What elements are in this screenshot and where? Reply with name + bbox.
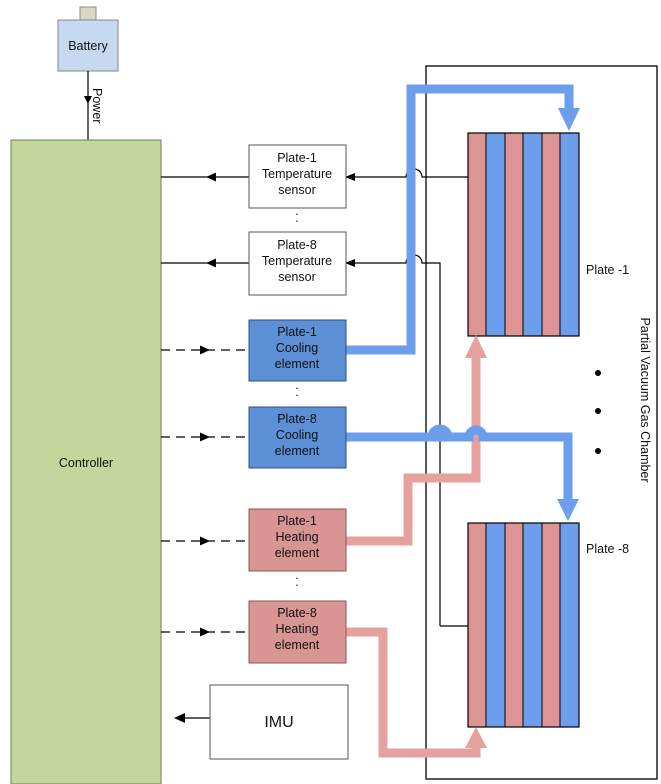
controller (10, 139, 162, 784)
heat-pipe-plate-1-arrowhead (465, 335, 487, 358)
heating-element-plate-8-line3: element (275, 638, 320, 652)
heat-pipe-plate-8-arrowhead (465, 727, 487, 748)
cooling-element-plate-1-line2: Cooling (276, 341, 318, 355)
cool-pipe-hop (427, 424, 453, 438)
cooling-element-plate-8-line2: Cooling (276, 428, 318, 442)
ellipsis-vertical: . (295, 385, 298, 399)
temp-sensor-plate-8-line3: sensor (278, 270, 316, 284)
temp-sensor-plate-8-line2: Temperature (262, 254, 332, 268)
temp-sensor-plate-8-line1: Plate-8 (277, 238, 317, 252)
temp-sensor-plate-1 (248, 144, 347, 209)
heat-pipe-plate-1 (346, 356, 481, 546)
plate-1-label: Plate -1 (586, 263, 629, 277)
plate-8-stack (467, 522, 580, 728)
cool-pipe-plate-1 (346, 84, 574, 355)
battery-terminal (79, 6, 97, 21)
cooling-element-plate-1-line3: element (275, 357, 320, 371)
plate-8-label: Plate -8 (586, 542, 629, 556)
controller-label: Controller (59, 456, 113, 470)
temp-sensor-plate-1-line1: Plate-1 (277, 151, 317, 165)
ellipsis-vertical: . (295, 568, 298, 582)
sensor-1-arrow-icon (206, 172, 216, 182)
heat-pipe-plate-8 (346, 627, 481, 758)
ellipsis-vertical: . (295, 378, 298, 392)
chamber-label: Partial Vacuum Gas Chamber (638, 317, 652, 482)
heating-element-plate-8-line1: Plate-8 (277, 606, 317, 620)
power-arrow-icon (84, 96, 92, 104)
power-label: Power (90, 88, 104, 123)
heating-element-plate-1-line2: Heating (275, 530, 318, 544)
control-arrow-icon (200, 432, 210, 442)
ellipsis-vertical: . (295, 204, 298, 218)
temp-sensor-plate-1-line3: sensor (278, 183, 316, 197)
heating-element-plate-1-line1: Plate-1 (277, 514, 317, 528)
vacuum-chamber (425, 65, 658, 780)
imu-box (209, 684, 349, 760)
cooling-element-plate-8-line3: element (275, 444, 320, 458)
control-lines (161, 349, 249, 633)
heating-element-plate-1-line3: element (275, 546, 320, 560)
heating-element-plate-1 (248, 508, 347, 572)
imu-arrow-icon (174, 713, 185, 723)
ellipsis-dot (595, 448, 601, 454)
ellipsis-dot (595, 370, 601, 376)
ellipsis-vertical: . (295, 211, 298, 225)
sensor-8-arrow-icon (206, 258, 216, 268)
temp-sensor-plate-8 (248, 231, 347, 296)
imu-label: IMU (264, 714, 293, 731)
cooling-element-plate-1-line1: Plate-1 (277, 325, 317, 339)
ellipsis-dot (595, 408, 601, 414)
battery-label: Battery (68, 39, 108, 53)
cool-pipe-plate-8 (346, 425, 573, 500)
heating-element-plate-8-line2: Heating (275, 622, 318, 636)
heating-element-plate-8 (248, 600, 347, 664)
cooling-element-plate-8 (248, 406, 347, 469)
temp-sensor-plate-1-line2: Temperature (262, 167, 332, 181)
ellipsis-vertical: . (295, 575, 298, 589)
plate-1-stack (467, 132, 580, 337)
control-arrow-icon (200, 536, 210, 546)
cooling-element-plate-8-line1: Plate-8 (277, 412, 317, 426)
cool-pipe-plate-8-arrowhead (557, 499, 579, 521)
control-arrow-icon (200, 345, 210, 355)
cool-pipe-plate-1-arrowhead (558, 108, 580, 131)
control-arrow-icon (200, 627, 210, 637)
cooling-element-plate-1 (248, 319, 347, 382)
